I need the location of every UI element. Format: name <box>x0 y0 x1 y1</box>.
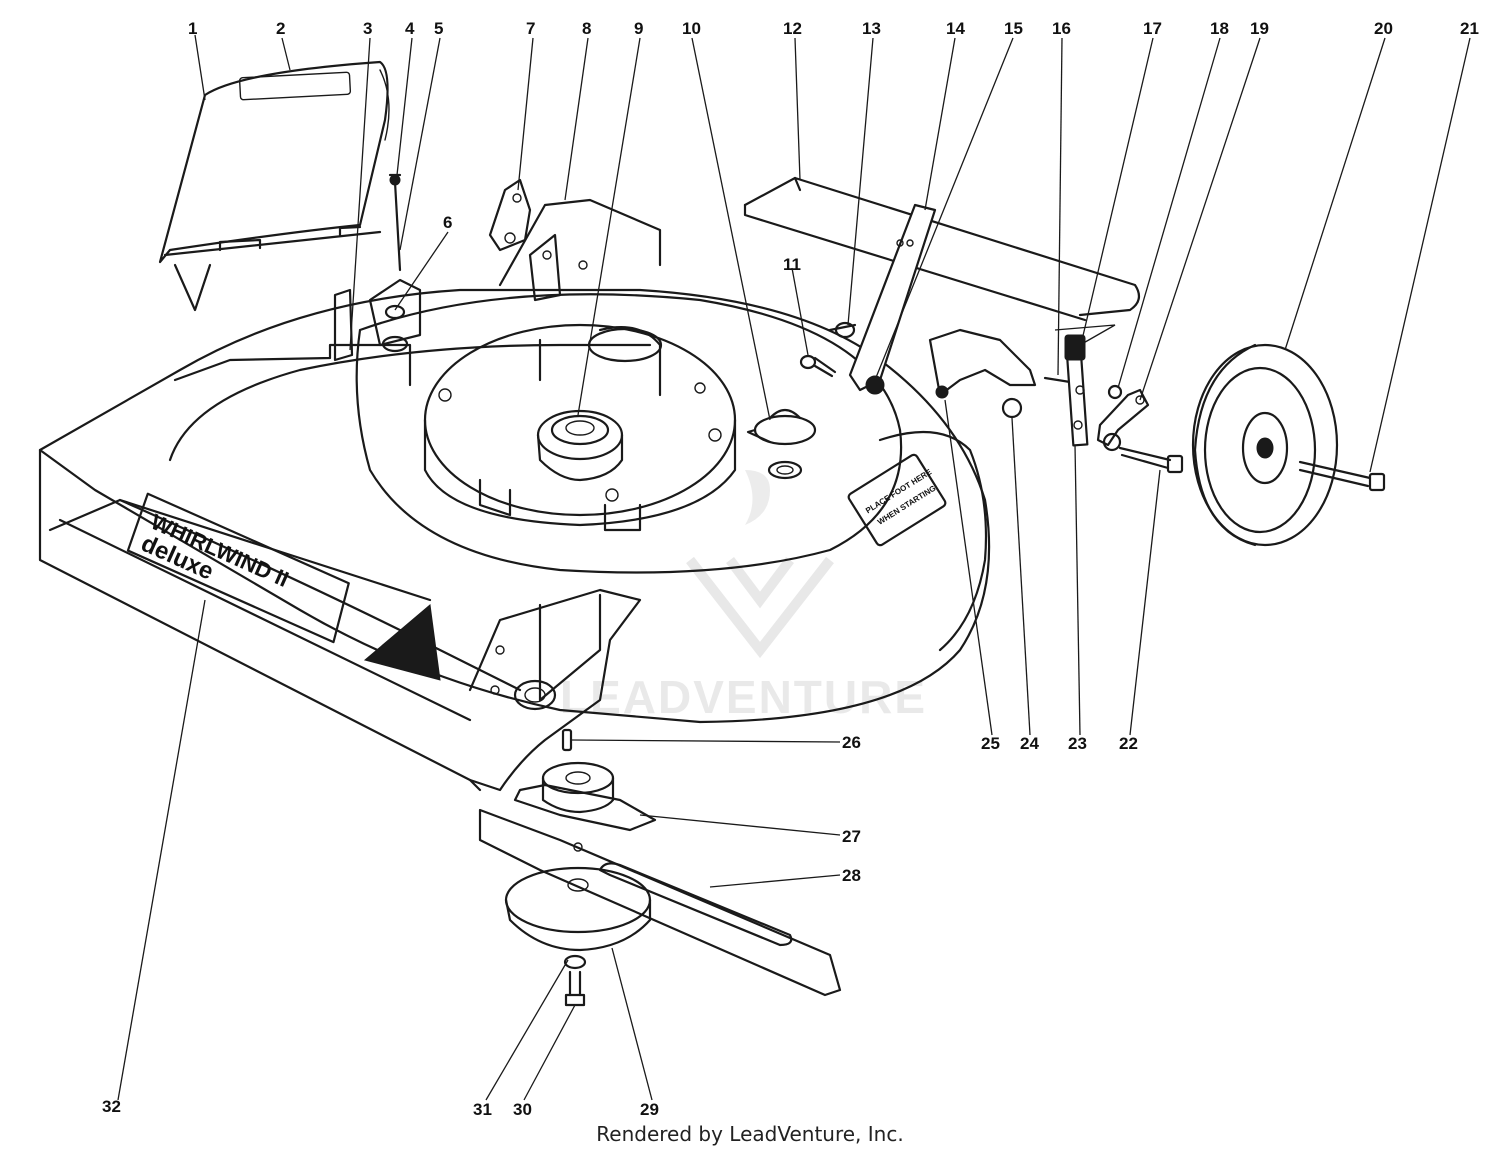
callout-3: 3 <box>363 19 372 38</box>
callout-16: 16 <box>1052 19 1071 38</box>
callout-29: 29 <box>640 1100 659 1119</box>
washer-24 <box>1001 397 1023 419</box>
callout-19: 19 <box>1250 19 1269 38</box>
callout-22: 22 <box>1119 734 1138 753</box>
callout-30: 30 <box>513 1100 532 1119</box>
callout-12: 12 <box>783 19 802 38</box>
callout-28: 28 <box>842 866 861 885</box>
callout-1: 1 <box>188 19 197 38</box>
key-26 <box>561 728 573 752</box>
leader-lines <box>117 34 1471 1101</box>
callout-32: 32 <box>102 1097 121 1116</box>
callout-20: 20 <box>1374 19 1393 38</box>
callout-21: 21 <box>1460 19 1479 38</box>
callout-6: 6 <box>443 213 452 232</box>
fill-cap <box>746 408 817 480</box>
footer-credit: Rendered by LeadVenture, Inc. <box>596 1122 904 1146</box>
callout-7: 7 <box>526 19 535 38</box>
wheel-bracket <box>1096 384 1184 474</box>
callout-18: 18 <box>1210 19 1229 38</box>
hinge-rod-and-screws <box>333 173 422 362</box>
callout-17: 17 <box>1143 19 1162 38</box>
adjuster-plate <box>928 324 1116 447</box>
callout-8: 8 <box>582 19 591 38</box>
blade-adapter <box>513 761 657 832</box>
blade-bolt <box>563 954 587 1007</box>
mower-deck-housing <box>38 288 991 792</box>
callout-23: 23 <box>1068 734 1087 753</box>
blade <box>478 808 842 997</box>
callout-5: 5 <box>434 19 443 38</box>
pulley-bearing <box>536 409 624 482</box>
callout-13: 13 <box>862 19 881 38</box>
wheel <box>1191 343 1386 547</box>
motor-mount-ring <box>423 323 737 532</box>
callout-15: 15 <box>1004 19 1023 38</box>
rear-bracket <box>488 178 662 302</box>
callout-27: 27 <box>842 827 861 846</box>
bolt-11 <box>799 354 837 378</box>
callout-31: 31 <box>473 1100 492 1119</box>
callout-2: 2 <box>276 19 285 38</box>
callout-11: 11 <box>783 255 801 274</box>
height-adjuster-lever <box>828 203 937 395</box>
spindle-housing <box>468 588 642 792</box>
callout-10: 10 <box>682 19 701 38</box>
blade-support-cup <box>504 866 652 952</box>
callout-numbers: 1 2 3 4 5 6 7 8 9 10 11 12 13 14 15 16 1… <box>102 19 1479 1119</box>
rear-baffle <box>743 176 1141 322</box>
callout-14: 14 <box>946 19 965 38</box>
callout-4: 4 <box>405 19 415 38</box>
callout-24: 24 <box>1020 734 1039 753</box>
discharge-door <box>158 60 390 312</box>
callout-26: 26 <box>842 733 861 752</box>
callout-25: 25 <box>981 734 1000 753</box>
callout-9: 9 <box>634 19 643 38</box>
